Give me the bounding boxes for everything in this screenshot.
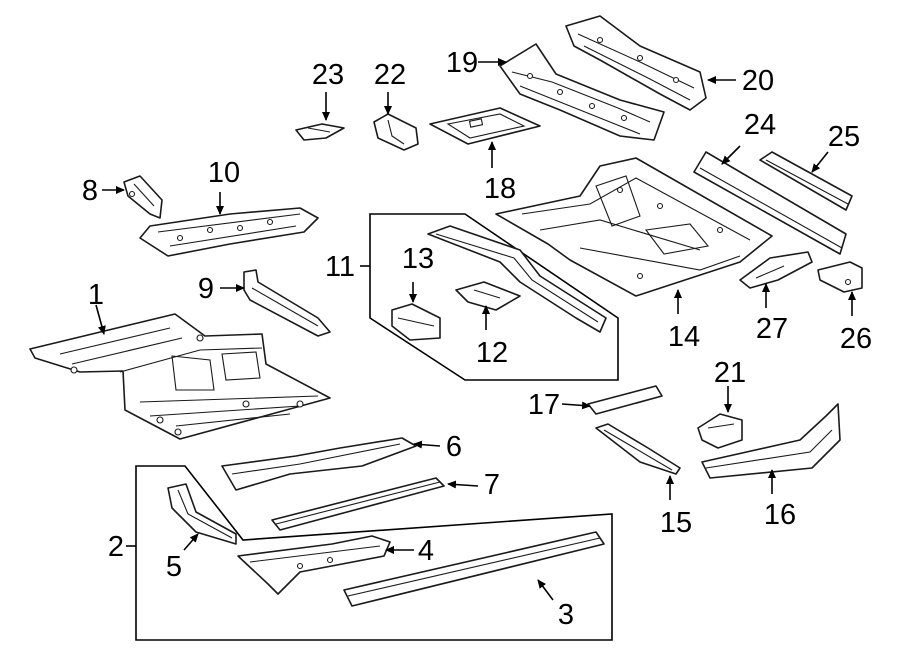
callout-8: 8: [82, 175, 98, 207]
part-10-dash-cross-member: [139, 207, 319, 257]
part-18-panel: [429, 107, 541, 145]
callout-20: 20: [742, 65, 774, 97]
part-3-rocker-outer: [343, 531, 605, 607]
callout-9: 9: [198, 273, 214, 305]
leader-17: [561, 401, 591, 410]
callout-19: 19: [446, 47, 478, 79]
callout-24: 24: [744, 109, 776, 141]
part-7-rocker-inner: [271, 477, 445, 531]
part-26-bracket: [817, 261, 863, 293]
callout-5: 5: [166, 551, 182, 583]
leader-6: [413, 440, 441, 449]
callout-15: 15: [660, 507, 692, 539]
part-8-bracket: [123, 175, 163, 219]
part-13-bracket: [391, 303, 441, 341]
part-5-reinforcement: [167, 483, 237, 545]
part-15-reinforcement: [595, 423, 681, 475]
callout-23: 23: [312, 59, 344, 91]
leader-25: [811, 151, 829, 173]
part-27-bracket: [739, 251, 813, 289]
callout-21: 21: [714, 357, 746, 389]
part-17-panel: [587, 385, 663, 415]
callout-2: 2: [108, 531, 124, 563]
callout-7: 7: [484, 469, 500, 501]
callout-3: 3: [558, 599, 574, 631]
part-12-bracket: [455, 281, 521, 311]
part-21-bracket: [697, 413, 743, 449]
callout-26: 26: [840, 323, 872, 355]
callout-16: 16: [764, 499, 796, 531]
part-22-bracket: [373, 113, 419, 151]
part-1-front-floor-pan: [29, 313, 331, 440]
callout-12: 12: [476, 337, 508, 369]
callout-17: 17: [528, 389, 560, 421]
leader-7: [447, 480, 479, 489]
part-11-cross-member: [427, 225, 607, 333]
callout-11: 11: [325, 251, 355, 283]
leader-lines: [95, 58, 856, 601]
part-9-reinforcement: [243, 269, 331, 337]
group-box-2: [135, 465, 613, 641]
part-24-side-rail: [693, 151, 847, 255]
callout-18: 18: [484, 173, 516, 205]
callout-25: 25: [828, 121, 860, 153]
part-19-rear-cross-member: [499, 43, 665, 141]
part-23-bracket: [295, 123, 345, 141]
callout-1: 1: [88, 279, 104, 311]
callout-14: 14: [668, 321, 700, 353]
callout-27: 27: [756, 313, 788, 345]
callout-13: 13: [402, 243, 434, 275]
group-box-11: [369, 213, 619, 381]
callout-22: 22: [374, 59, 406, 91]
callout-6: 6: [446, 431, 462, 463]
callout-labels: 1 2 3 4 5 6 7 8 9 10 11 12 13 14 15 16 1…: [82, 47, 872, 631]
part-16-side-rail: [701, 403, 841, 479]
part-25-side-rail: [759, 151, 853, 211]
leader-3: [537, 579, 554, 601]
leader-5: [183, 533, 199, 551]
leader-1: [95, 304, 106, 335]
part-4-rail: [237, 535, 391, 595]
part-6-rail: [221, 437, 417, 491]
part-14-rear-floor-pan: [495, 157, 773, 297]
callout-10: 10: [208, 157, 240, 189]
leader-24: [721, 145, 741, 165]
part-20-rear-floor-cross-member: [565, 15, 707, 111]
callout-4: 4: [418, 535, 434, 567]
